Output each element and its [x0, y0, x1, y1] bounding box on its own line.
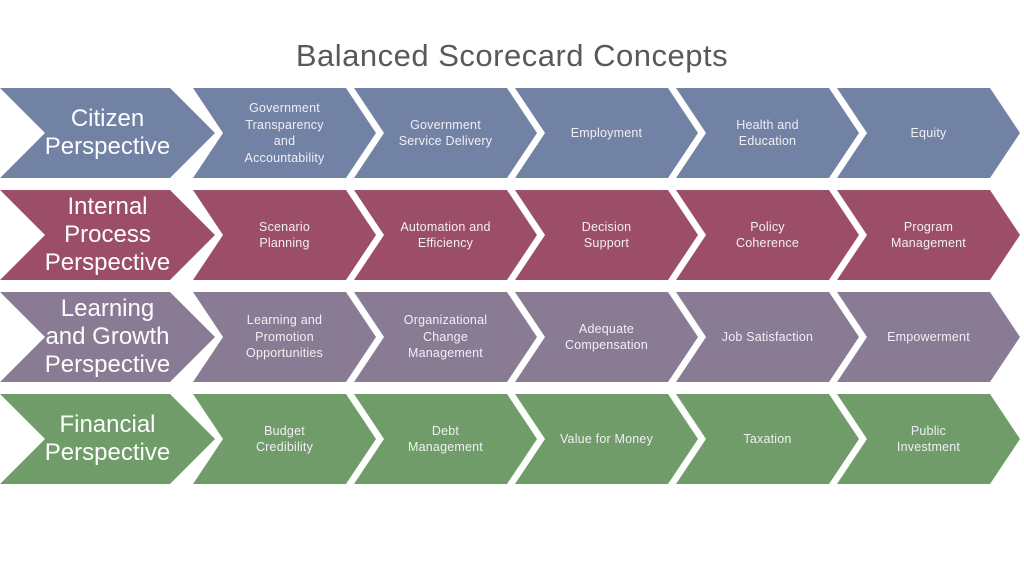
chevron-internal-process-perspective: Internal Process Perspective [0, 190, 215, 280]
item-label: Government Service Delivery [398, 117, 493, 148]
chevron-decision-support: Decision Support [515, 190, 698, 280]
item-label: Budget Credibility [255, 423, 314, 454]
item-label: Debt Management [408, 423, 483, 454]
chevron-learning-growth-perspective: Learning and Growth Perspective [0, 292, 215, 382]
chevron-government-service-delivery: Government Service Delivery [354, 88, 537, 178]
item-label: Organizational Change Management [403, 313, 488, 361]
chevron-adequate-compensation: Adequate Compensation [515, 292, 698, 382]
row-financial-perspective: Financial Perspective Budget Credibility… [0, 394, 1024, 484]
item-label: Public Investment [896, 423, 961, 454]
item-label: Health and Education [736, 117, 799, 148]
perspective-label: Financial Perspective [44, 411, 171, 466]
item-label: Government Transparency and Accountabili… [244, 101, 325, 165]
item-label: Automation and Efficiency [400, 219, 491, 250]
chevron-program-management: Program Management [837, 190, 1020, 280]
item-label: Employment [570, 125, 643, 140]
item-label: Value for Money [559, 431, 654, 446]
chevron-budget-credibility: Budget Credibility [193, 394, 376, 484]
chevron-government-transparency-accountability: Government Transparency and Accountabili… [193, 88, 376, 178]
chevron-citizen-perspective: Citizen Perspective [0, 88, 215, 178]
chevron-automation-and-efficiency: Automation and Efficiency [354, 190, 537, 280]
item-label: Decision Support [581, 219, 632, 250]
chevron-debt-management: Debt Management [354, 394, 537, 484]
chevron-value-for-money: Value for Money [515, 394, 698, 484]
chevron-health-and-education: Health and Education [676, 88, 859, 178]
chevron-employment: Employment [515, 88, 698, 178]
item-label: Policy Coherence [736, 219, 799, 250]
chevron-empowerment: Empowerment [837, 292, 1020, 382]
chevron-taxation: Taxation [676, 394, 859, 484]
chevron-scenario-planning: Scenario Planning [193, 190, 376, 280]
chevron-job-satisfaction: Job Satisfaction [676, 292, 859, 382]
row-learning-growth-perspective: Learning and Growth Perspective Learning… [0, 292, 1024, 382]
slide-title: Balanced Scorecard Concepts [295, 38, 729, 73]
perspective-label: Internal Process Perspective [44, 193, 171, 276]
chevron-policy-coherence: Policy Coherence [676, 190, 859, 280]
item-label: Adequate Compensation [564, 321, 648, 352]
item-label: Scenario Planning [259, 219, 310, 250]
chevron-equity: Equity [837, 88, 1020, 178]
item-label: Taxation [743, 431, 792, 446]
row-citizen-perspective: Citizen Perspective Government Transpare… [0, 88, 1024, 178]
slide-header: Balanced Scorecard Concepts [0, 0, 1024, 88]
perspective-label: Citizen Perspective [44, 105, 171, 160]
item-label: Job Satisfaction [721, 329, 814, 344]
item-label: Empowerment [887, 329, 970, 344]
chevron-public-investment: Public Investment [837, 394, 1020, 484]
item-label: Program Management [891, 219, 966, 250]
perspective-label: Learning and Growth Perspective [44, 295, 171, 378]
item-label: Learning and Promotion Opportunities [246, 313, 323, 361]
chevron-organizational-change-management: Organizational Change Management [354, 292, 537, 382]
chevron-financial-perspective: Financial Perspective [0, 394, 215, 484]
row-internal-process-perspective: Internal Process Perspective Scenario Pl… [0, 190, 1024, 280]
chevron-learning-promotion-opportunities: Learning and Promotion Opportunities [193, 292, 376, 382]
item-label: Equity [910, 125, 947, 140]
